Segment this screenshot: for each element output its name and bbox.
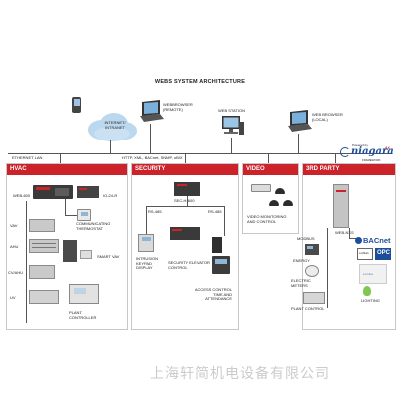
dome-camera-icon xyxy=(275,188,285,194)
lonmark-logo: LonMark xyxy=(357,248,373,260)
vav-actuator-icon xyxy=(80,250,92,259)
sec600-controller xyxy=(174,182,200,196)
webbrowser-local-label: WEB BROWSER (LOCAL) xyxy=(312,112,343,122)
video-header: VIDEO xyxy=(243,164,298,175)
monitor-icon xyxy=(222,116,244,135)
electric-meter-icon xyxy=(305,265,319,277)
web-station-label: WEB STATION xyxy=(218,108,245,113)
page-title: WEBs SYSTEM ARCHITECTURE xyxy=(154,79,246,85)
niagara-logo: Powered by niagara AX FRAMEWORK xyxy=(340,143,394,163)
web600-controller xyxy=(33,185,73,199)
hvac-panel: HVAC WEB-600 IO-24-R VAV COMMUNICATING T… xyxy=(6,163,128,330)
cloud-label: INTERNET/ INTRANET xyxy=(104,120,126,130)
third-party-header: 3RD PARTY xyxy=(303,164,395,175)
time-clock-icon xyxy=(212,256,230,274)
video-panel: VIDEO VIDEO MONITORING AND CONTROL xyxy=(242,163,299,234)
security-header: SECURITY xyxy=(132,164,238,175)
keypad-icon xyxy=(138,234,154,252)
laptop-icon xyxy=(288,110,312,132)
smart-vav-icon xyxy=(63,240,77,262)
cv-ahu-controller xyxy=(29,265,55,279)
io24r-module xyxy=(77,186,99,198)
cloud-icon xyxy=(88,113,137,141)
bacnet-logo: BACnet xyxy=(355,236,393,246)
hvac-header: HVAC xyxy=(7,164,127,175)
camera-icon xyxy=(251,184,271,192)
uv-controller xyxy=(29,290,59,304)
lumina-logo: Lumina xyxy=(359,264,387,284)
dome-camera-icon xyxy=(269,200,279,206)
card-reader-icon xyxy=(212,237,222,253)
plant-controller-icon xyxy=(69,284,99,304)
security-io-module xyxy=(170,227,200,240)
plant-control-icon xyxy=(303,292,325,304)
laptop-icon xyxy=(140,100,164,122)
energy-meter-icon xyxy=(305,244,319,255)
niagara-swirl-icon xyxy=(340,147,350,157)
watermark: 上海轩简机电设备有限公司 xyxy=(150,366,330,382)
third-party-panel: 3RD PARTY WEB-NXS MODBUS ENERGY ELECTRIC… xyxy=(291,163,396,330)
ethernet-lan-label: ETHERNET LAN xyxy=(12,155,43,160)
vav-controller xyxy=(29,219,55,232)
webbrowser-remote-label: WEBBROWSER (REMOTE) xyxy=(163,102,193,112)
thermostat-icon xyxy=(77,209,91,221)
webnxs-server xyxy=(333,184,349,228)
protocols-label: HTTP, XML, BACnet, SNMP, oBIX xyxy=(122,155,183,160)
opc-logo: OPC xyxy=(375,248,391,260)
ahu-controller xyxy=(29,239,59,253)
ethernet-bus xyxy=(8,153,392,154)
security-panel: SECURITY SEC-H-600 RS-485 RS-485 INTRUSI… xyxy=(131,163,239,330)
phone-icon xyxy=(72,97,81,113)
lighting-icon xyxy=(363,286,371,296)
dome-camera-icon xyxy=(283,200,293,206)
